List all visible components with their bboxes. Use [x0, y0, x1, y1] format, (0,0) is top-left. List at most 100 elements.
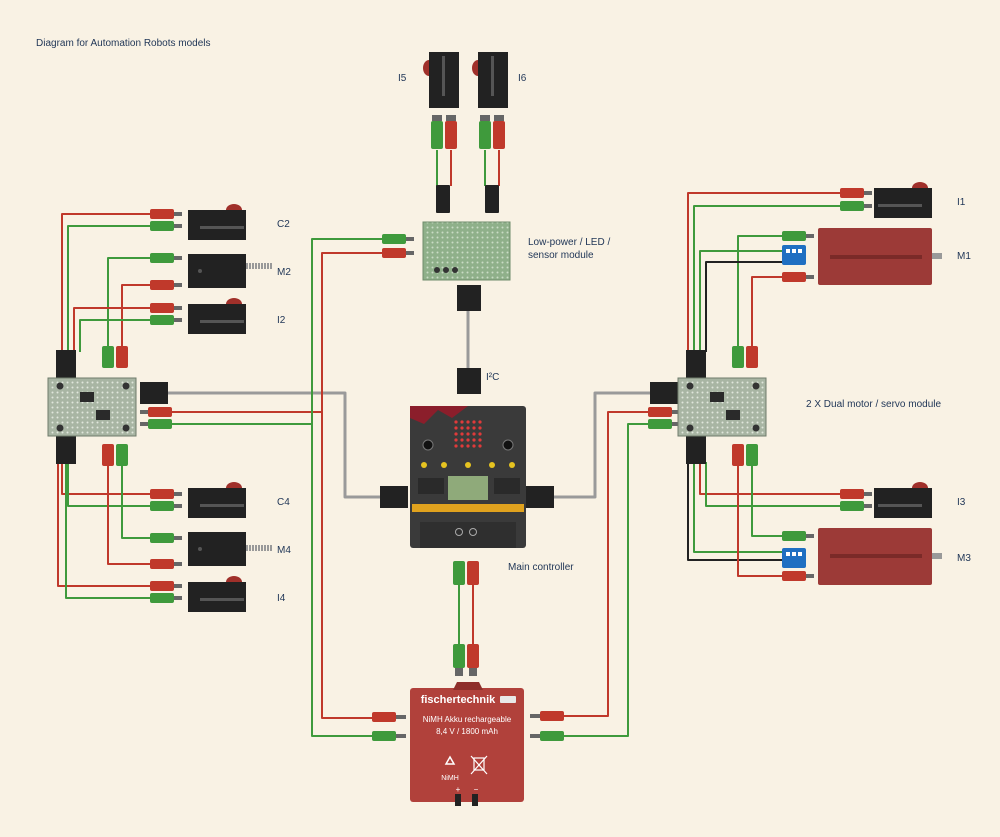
plug-pair-i2: [150, 303, 182, 325]
plug-pair-m4: [150, 533, 182, 569]
label-i3: I3: [957, 497, 966, 508]
label-main-controller: Main controller: [508, 562, 574, 573]
wire-green-m3-b: [693, 462, 782, 553]
wires: [57, 150, 840, 737]
header-i6: [485, 185, 499, 213]
label-m2: M2: [277, 267, 291, 278]
wire-green-left-power: [168, 423, 372, 737]
wire-green-right-power: [564, 423, 670, 737]
plug-pair-m1: [782, 231, 814, 282]
label-i2: I2: [277, 315, 286, 326]
plug-pair-i5: [431, 115, 457, 149]
header-main-right: [526, 486, 554, 508]
motor-module-left: [47, 377, 137, 437]
wire-red-m3: [737, 466, 782, 577]
wire-red-i2: [73, 307, 152, 352]
wire-green-c2: [67, 225, 152, 352]
connector-plugs: [56, 115, 872, 741]
header-right-side: [650, 382, 678, 404]
diagram-title: Diagram for Automation Robots models: [36, 38, 211, 49]
battery-chem: NiMH: [441, 775, 459, 782]
plug-pair-right-module-top: [732, 346, 758, 368]
plug-pair-sensor-power: [382, 234, 414, 258]
label-m3: M3: [957, 553, 971, 564]
wire-grey-left-main: [168, 391, 384, 499]
battery: [410, 682, 524, 806]
wire-red-sensor-power: [321, 252, 384, 412]
plug-pair-m2: [150, 253, 182, 290]
plug-pair-i3: [840, 489, 872, 511]
header-i5: [436, 185, 450, 213]
wire-green-i4: [65, 462, 152, 599]
label-motor-module: 2 X Dual motor / servo module: [806, 399, 941, 410]
servo-connector-m1: [782, 245, 806, 265]
wire-green-i2: [79, 319, 152, 352]
battery-brand: fischertechnik: [421, 694, 496, 706]
label-m4: M4: [277, 545, 291, 556]
wire-black-m1: [705, 261, 782, 352]
wire-green-m2: [107, 257, 152, 348]
plug-pair-left-module-top: [102, 346, 128, 368]
plug-pair-c4: [150, 489, 182, 511]
label-i6: I6: [518, 73, 527, 84]
label-c2: C2: [277, 219, 290, 230]
plug-pair-m3: [782, 531, 814, 581]
motor-m3: [818, 528, 942, 585]
wire-green-m1-a: [737, 235, 782, 348]
header-right-top: [686, 350, 706, 378]
wire-red-right-power: [564, 411, 670, 717]
plug-pair-right-module-power: [648, 407, 680, 429]
wire-red-m1: [751, 276, 782, 348]
mini-motor-m4: [188, 532, 272, 566]
crossed-bin-icon: [470, 755, 488, 775]
wire-red-m4: [107, 466, 152, 565]
servo-connector-m3: [782, 548, 806, 568]
header-main-left: [380, 486, 408, 508]
plug-pair-main-bottom: [453, 561, 479, 585]
wire-green-sensor-power: [311, 238, 384, 424]
wire-green-c4: [67, 462, 152, 507]
plug-pair-i1: [840, 188, 872, 211]
label-i1: I1: [957, 197, 966, 208]
wire-red-i1: [687, 192, 840, 352]
wire-red-left-power: [168, 411, 372, 719]
switch-c2: [188, 204, 246, 240]
wire-grey-right-main: [552, 391, 656, 499]
motor-module-right: [677, 377, 767, 437]
plug-pair-left-module-power: [140, 407, 172, 429]
switch-i5: [423, 52, 459, 108]
wire-red-i3: [699, 462, 840, 495]
header-left-top: [56, 350, 76, 378]
plug-pair-left-module-bottom: [102, 444, 128, 466]
plug-pair-battery-top: [453, 644, 479, 676]
switch-i4: [188, 576, 246, 612]
battery-line1: NiMH Akku rechargeable: [423, 715, 512, 724]
plug-pair-i6: [479, 115, 505, 149]
mini-motor-m2: [188, 254, 272, 288]
wire-red-m2: [121, 284, 152, 348]
wire-black-m3: [687, 462, 782, 561]
header-i2c-bottom: [457, 368, 481, 394]
wire-red-c2: [61, 213, 152, 352]
motor-m1: [818, 228, 942, 285]
wire-red-i4: [57, 462, 152, 587]
switch-i1: [874, 182, 932, 218]
recycle-icon: [444, 755, 456, 765]
plug-pair-battery-right: [530, 711, 564, 741]
plug-pair-right-module-bottom: [732, 444, 758, 466]
battery-line2: 8,4 V / 1800 mAh: [436, 727, 498, 736]
header-left-side: [140, 382, 168, 404]
battery-plus: +: [456, 785, 461, 794]
label-sensor-module-line2: sensor module: [528, 250, 594, 261]
plug-pair-battery-left: [372, 712, 406, 741]
label-i2c: I²C: [486, 372, 499, 383]
wire-green-m3-a: [751, 466, 782, 537]
sensor-module: [422, 221, 511, 281]
label-i5: I5: [398, 73, 407, 84]
header-i2c-top: [457, 285, 481, 311]
wire-green-i3: [705, 462, 840, 507]
header-right-bottom: [686, 436, 706, 464]
label-sensor-module-line1: Low-power / LED /: [528, 237, 610, 248]
wire-green-m1-b: [699, 250, 782, 352]
